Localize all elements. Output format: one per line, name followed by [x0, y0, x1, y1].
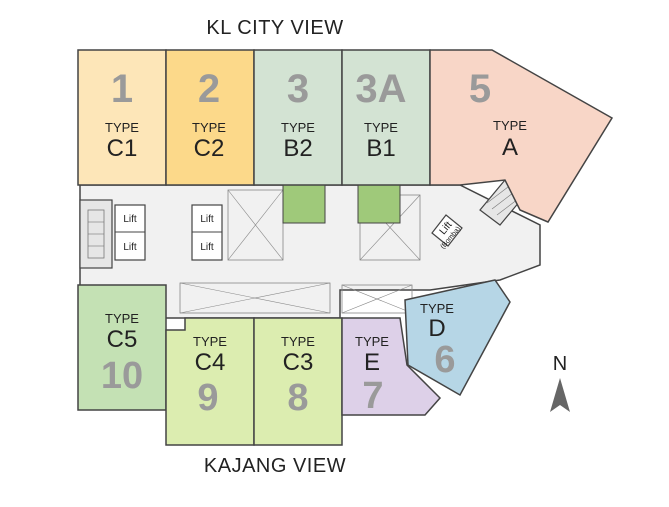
unit-3a-type-code: B1	[366, 135, 395, 162]
unit-8-type-code: C3	[283, 349, 314, 376]
unit-2-type-label: TYPE	[192, 120, 226, 135]
unit-3-shape	[253, 49, 343, 186]
unit-5-type-code: A	[502, 134, 518, 161]
unit-3-number: 3	[287, 67, 309, 111]
unit-8-number: 8	[287, 377, 308, 419]
unit-7[interactable]: TYPE E 7	[341, 317, 442, 417]
unit-6[interactable]: TYPE D 6	[404, 279, 511, 397]
unit-5[interactable]: 5 TYPE A	[429, 49, 614, 223]
shaft-1	[227, 189, 284, 261]
north-compass: N	[550, 353, 570, 412]
unit-1-type-code: C1	[107, 135, 138, 162]
unit-8-shape	[253, 317, 343, 446]
unit-1-number: 1	[111, 67, 133, 111]
unit-7-type-label: TYPE	[355, 334, 389, 349]
unit-3[interactable]: 3 TYPE B2	[253, 49, 343, 186]
unit-7-type-code: E	[364, 349, 380, 376]
unit-6-type-label: TYPE	[420, 301, 454, 316]
unit-8[interactable]: TYPE C3 8	[253, 317, 343, 446]
bottom-view-label: KAJANG VIEW	[204, 455, 346, 477]
unit-3-type-label: TYPE	[281, 120, 315, 135]
core-area	[79, 179, 541, 319]
north-arrow-icon	[550, 378, 570, 412]
unit-2-type-code: C2	[194, 135, 225, 162]
north-label: N	[553, 353, 567, 375]
unit-5-shape	[429, 49, 614, 223]
unit-10-number: 10	[101, 355, 143, 397]
unit-9[interactable]: TYPE C4 9	[165, 317, 255, 446]
unit-2[interactable]: 2 TYPE C2	[165, 49, 255, 186]
unit-2-number: 2	[198, 67, 220, 111]
unit-1[interactable]: 1 TYPE C1	[77, 49, 167, 186]
unit-10-type-label: TYPE	[105, 311, 139, 326]
unit-6-number: 6	[434, 339, 455, 381]
void-green-2	[357, 184, 401, 224]
unit-2-shape	[165, 49, 255, 186]
unit-9-number: 9	[197, 377, 218, 419]
lift-label-1: Lift	[123, 214, 137, 225]
top-view-label: KL CITY VIEW	[206, 17, 343, 39]
unit-10-shape	[77, 284, 167, 411]
void-green-1	[282, 184, 326, 224]
unit-1-type-label: TYPE	[105, 120, 139, 135]
unit-3a-shape	[341, 49, 431, 186]
unit-9-type-code: C4	[195, 349, 226, 376]
unit-6-type-code: D	[428, 315, 445, 342]
unit-3a-type-label: TYPE	[364, 120, 398, 135]
unit-7-shape	[341, 317, 442, 416]
bomba-lift	[431, 214, 463, 247]
unit-3-type-code: B2	[283, 135, 312, 162]
unit-1-shape	[77, 49, 167, 186]
unit-5-type-label: TYPE	[493, 118, 527, 133]
unit-8-type-label: TYPE	[281, 334, 315, 349]
unit-3a-number: 3A	[355, 67, 406, 111]
unit-5-number: 5	[469, 67, 491, 111]
shaft-3	[179, 282, 331, 314]
lift-label-2: Lift	[123, 242, 137, 253]
lift-label-4: Lift	[200, 242, 214, 253]
unit-10[interactable]: TYPE C5 10	[77, 284, 167, 411]
unit-10-type-code: C5	[107, 326, 138, 353]
unit-9-type-label: TYPE	[193, 334, 227, 349]
unit-6-shape	[404, 279, 511, 397]
lift-label-3: Lift	[200, 214, 214, 225]
unit-7-number: 7	[362, 375, 383, 417]
unit-3a[interactable]: 3A TYPE B1	[341, 49, 431, 186]
